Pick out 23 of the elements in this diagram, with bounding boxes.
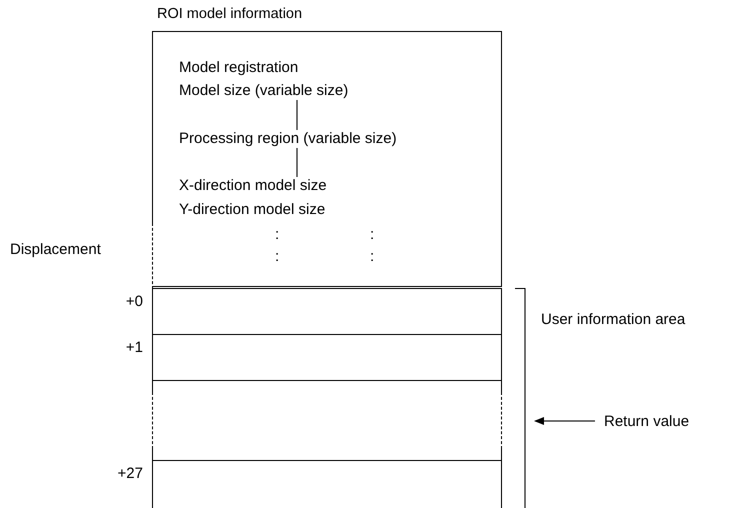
ellipsis-mark: : xyxy=(370,248,374,266)
memory-row xyxy=(152,288,502,335)
field-name: X-direction model size xyxy=(179,177,327,195)
memory-row xyxy=(152,334,502,381)
arrow xyxy=(534,417,596,425)
offset-label: +27 xyxy=(118,465,143,483)
memory-row xyxy=(152,460,502,508)
ellipsis-mark: : xyxy=(275,248,280,266)
field-name: Y-direction model size xyxy=(179,201,326,219)
memory-row xyxy=(152,380,502,461)
field-name: Model registration xyxy=(179,59,298,77)
heading: ROI model information xyxy=(157,5,302,23)
connector-line xyxy=(296,100,298,130)
connector-line xyxy=(296,148,298,178)
ellipsis-mark: : xyxy=(275,226,280,244)
field-name: Processing region (variable size) xyxy=(179,130,397,148)
area-label: User information area xyxy=(541,311,686,329)
annotation-text: Return value xyxy=(604,413,690,431)
ellipsis-mark: : xyxy=(370,226,374,244)
axis-label: Displacement xyxy=(10,241,101,259)
field-name: Model size (variable size) xyxy=(179,82,348,100)
offset-label: +0 xyxy=(126,293,143,311)
offset-label: +1 xyxy=(126,339,143,357)
